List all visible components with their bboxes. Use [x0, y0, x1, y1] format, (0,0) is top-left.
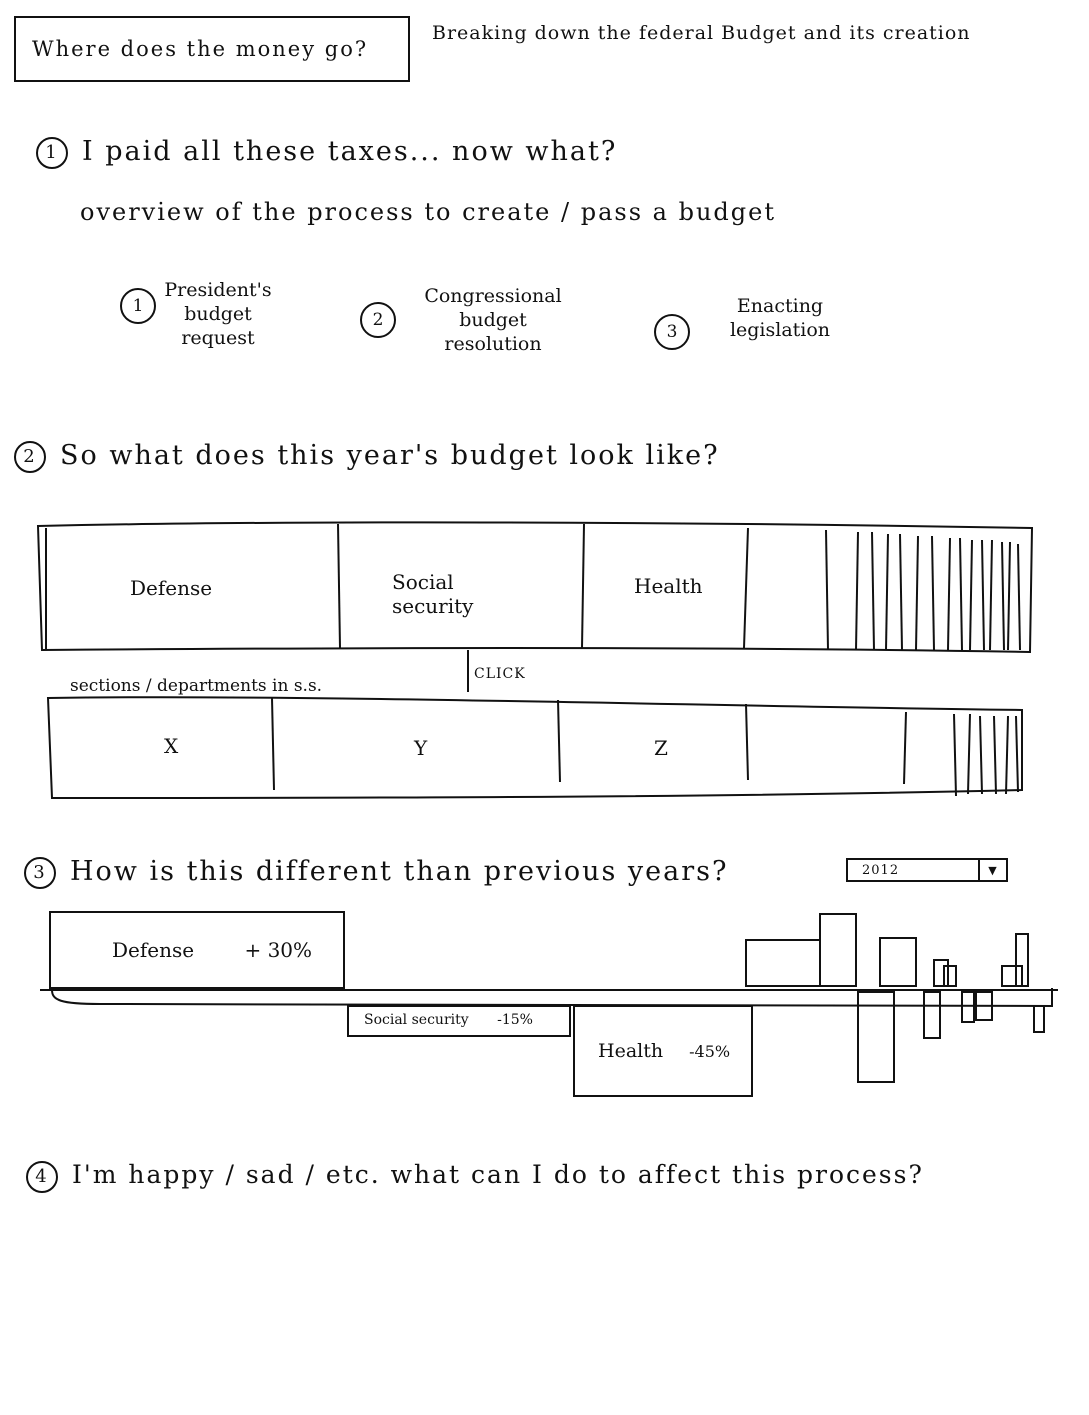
- budget-cell-health[interactable]: Health: [634, 574, 703, 598]
- process-overview-text: overview of the process to create / pass…: [80, 198, 776, 226]
- defense-change-bar[interactable]: [49, 911, 345, 989]
- section-4-question: I'm happy / sad / etc. what can I do to …: [72, 1160, 924, 1189]
- section-3-number: 3: [24, 856, 56, 889]
- section-4-number: 4: [26, 1160, 58, 1193]
- section-1-question: I paid all these taxes... now what?: [82, 136, 618, 167]
- step-1-presidents-budget-request[interactable]: President's budget request: [164, 279, 272, 349]
- sub-small-strips: [903, 711, 1019, 797]
- sub-cell-y[interactable]: Y: [414, 736, 428, 760]
- budget-bar-outline: [36, 521, 1034, 654]
- health-change-bar[interactable]: [573, 1005, 753, 1097]
- small-categories-strips: [825, 529, 1021, 651]
- section-1-heading: 1 I paid all these taxes... now what?: [36, 136, 617, 169]
- baseline-track: [51, 988, 1053, 1008]
- sub-cell-x[interactable]: X: [164, 734, 179, 758]
- page-title: Where does the money go?: [32, 37, 369, 61]
- step-1-number: 1: [120, 288, 156, 324]
- section-3-heading: 3 How is this different than previous yea…: [24, 856, 729, 889]
- step-3-enacting-legislation[interactable]: Enacting legislation: [729, 295, 831, 341]
- page-subtitle: Breaking down the federal Budget and its…: [432, 22, 971, 44]
- step-2-congressional-budget-resolution[interactable]: Congressional budget resolution: [424, 285, 562, 355]
- other-change-bars: [745, 913, 1045, 1083]
- click-label: CLICK: [474, 666, 526, 682]
- divider-health: [743, 527, 749, 649]
- health-change-label: Health -45%: [598, 1040, 731, 1062]
- section-2-heading: 2 So what does this year's budget look li…: [14, 440, 720, 473]
- step-3-number: 3: [654, 314, 690, 350]
- sub-bar-outline: [46, 696, 1023, 800]
- divider-x: [271, 697, 275, 791]
- social-security-change-label: Social security -15%: [364, 1012, 533, 1028]
- budget-cell-defense[interactable]: Defense: [130, 576, 213, 600]
- divider-y: [557, 699, 561, 783]
- sub-cell-z[interactable]: Z: [654, 736, 668, 760]
- section-1-number: 1: [36, 136, 68, 169]
- social-security-change-bar[interactable]: [347, 1005, 571, 1037]
- step-2-number: 2: [360, 302, 396, 338]
- section-3-question: How is this different than previous year…: [70, 856, 729, 887]
- page-title-box: Where does the money go?: [14, 16, 410, 82]
- chevron-down-icon[interactable]: ▼: [978, 860, 1006, 880]
- divider-defense: [337, 523, 341, 649]
- defense-change-label: Defense + 30%: [112, 938, 313, 962]
- section-4-heading: 4 I'm happy / sad / etc. what can I do to…: [26, 1160, 924, 1193]
- budget-cell-social-security[interactable]: Social security: [392, 570, 474, 618]
- divider-z: [745, 703, 749, 781]
- section-2-number: 2: [14, 440, 46, 473]
- section-2-question: So what does this year's budget look lik…: [60, 440, 720, 471]
- divider-social-security: [581, 523, 585, 649]
- year-select[interactable]: 2012 ▼: [846, 858, 1008, 882]
- sub-bar-label: sections / departments in s.s.: [70, 676, 323, 696]
- year-select-value: 2012: [862, 862, 900, 878]
